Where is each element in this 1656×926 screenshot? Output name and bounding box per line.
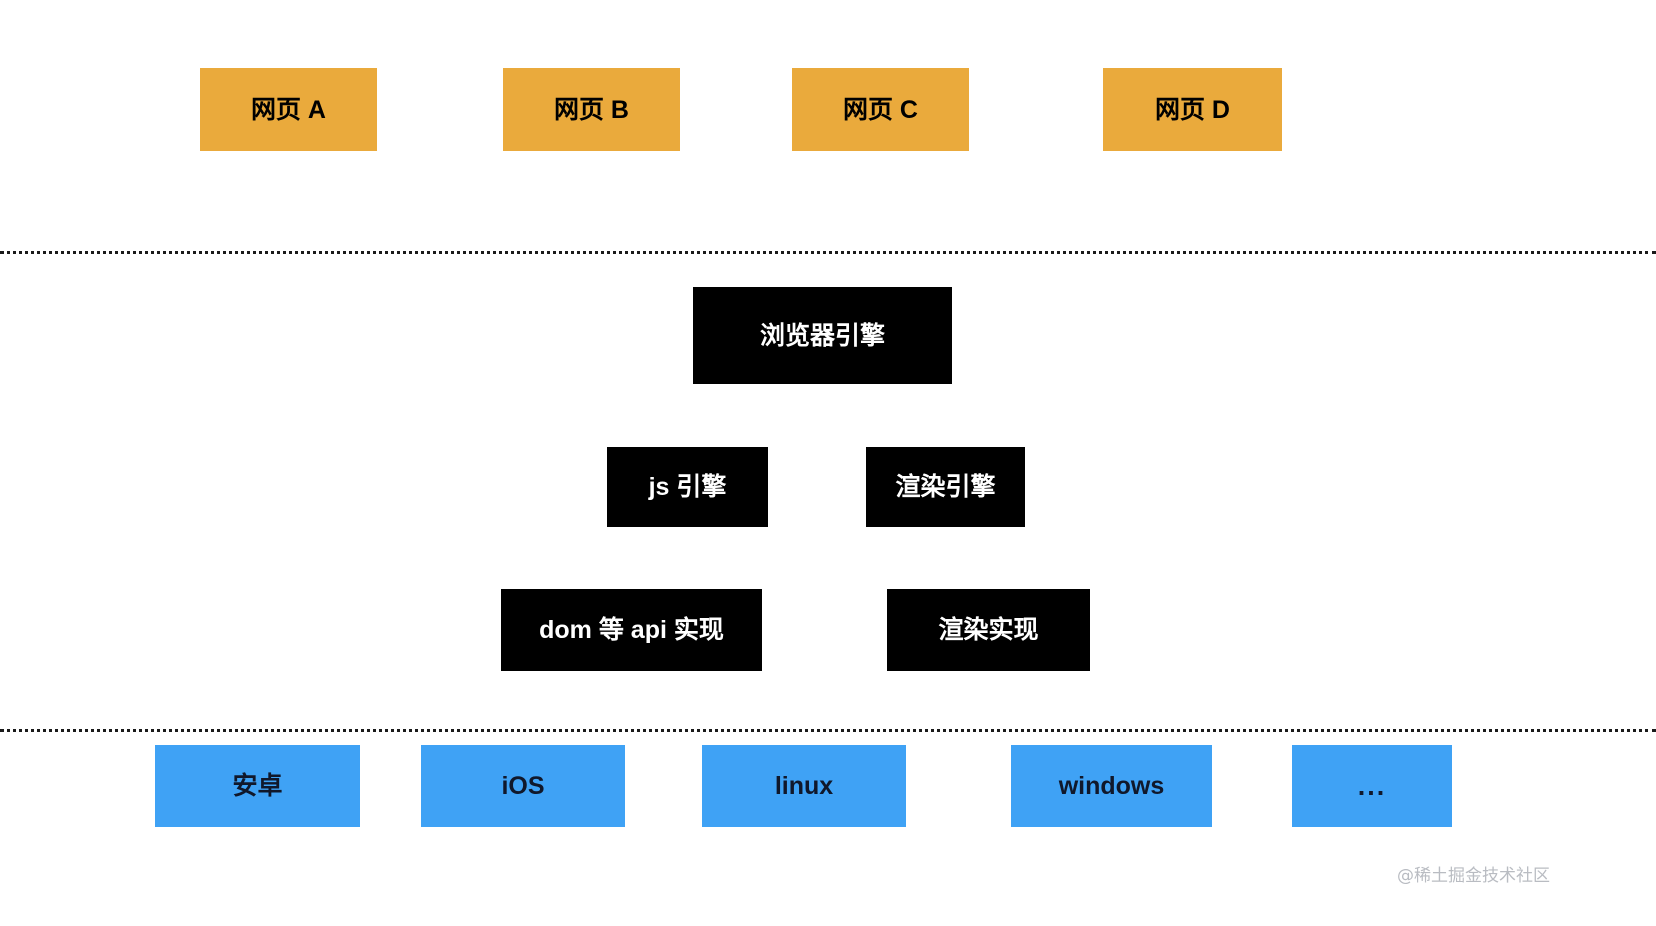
node-dom-api-implementation[interactable]: dom 等 api 实现: [501, 589, 762, 671]
node-label: windows: [1058, 772, 1165, 800]
node-label: 渲染引擎: [895, 473, 996, 501]
node-label: 网页 C: [842, 95, 918, 124]
node-os-ios[interactable]: iOS: [421, 745, 625, 827]
node-label: dom 等 api 实现: [539, 616, 724, 644]
node-label: ...: [1357, 770, 1387, 801]
node-js-engine[interactable]: js 引擎: [607, 447, 768, 527]
node-render-engine[interactable]: 渲染引擎: [866, 447, 1025, 527]
node-os-linux[interactable]: linux: [702, 745, 906, 827]
node-web-page-d[interactable]: 网页 D: [1103, 68, 1282, 151]
node-render-implementation[interactable]: 渲染实现: [887, 589, 1090, 671]
node-os-android[interactable]: 安卓: [155, 745, 360, 827]
divider-engine-os: [0, 729, 1656, 732]
node-label: js 引擎: [648, 473, 727, 501]
node-os-windows[interactable]: windows: [1011, 745, 1212, 827]
watermark: @稀土掘金技术社区: [1397, 866, 1550, 886]
node-browser-engine[interactable]: 浏览器引擎: [693, 287, 952, 384]
node-label: 网页 A: [250, 95, 326, 124]
node-label: 安卓: [232, 772, 283, 800]
node-label: 网页 B: [553, 95, 629, 124]
node-web-page-c[interactable]: 网页 C: [792, 68, 969, 151]
node-web-page-a[interactable]: 网页 A: [200, 68, 377, 151]
node-web-page-b[interactable]: 网页 B: [503, 68, 680, 151]
node-label: linux: [774, 772, 834, 800]
node-label: 网页 D: [1154, 95, 1230, 124]
divider-pages-engine: [0, 251, 1656, 254]
node-label: 渲染实现: [938, 616, 1039, 644]
node-os-more[interactable]: ...: [1292, 745, 1452, 827]
node-label: iOS: [501, 772, 545, 800]
node-label: 浏览器引擎: [759, 321, 885, 350]
